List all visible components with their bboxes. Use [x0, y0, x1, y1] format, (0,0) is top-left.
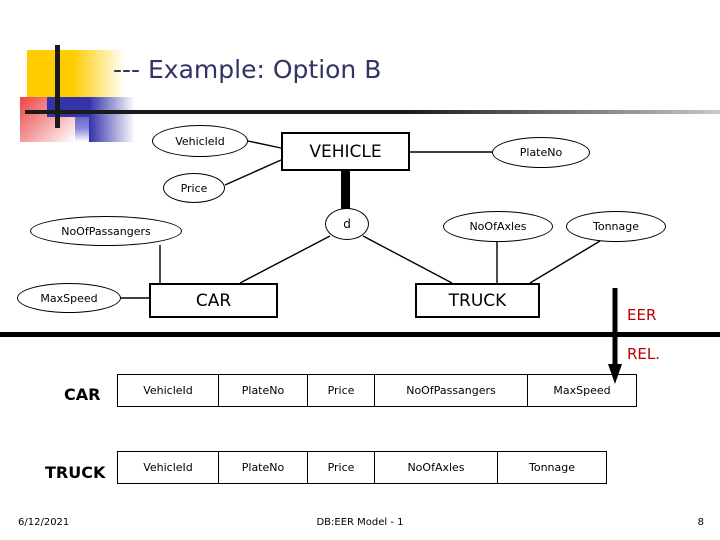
attribute-plateno-label: PlateNo [519, 146, 563, 159]
decor-vertical-line [55, 45, 60, 128]
table-cell: NoOfPassangers [374, 374, 528, 407]
specialization-connector [341, 170, 350, 214]
footer-date: 6/12/2021 [18, 517, 70, 528]
attribute-maxspeed[interactable]: MaxSpeed [17, 283, 121, 313]
table-row: VehicleId PlateNo Price NoOfAxles Tonnag… [117, 451, 607, 484]
relation-car-table: VehicleId PlateNo Price NoOfPassangers M… [117, 374, 637, 407]
decor-yellow-fade [73, 50, 125, 97]
attribute-vehicleid-label: VehicleId [175, 134, 225, 148]
table-cell: Price [307, 374, 375, 407]
entity-vehicle-label: VEHICLE [309, 141, 382, 162]
relation-truck-table: VehicleId PlateNo Price NoOfAxles Tonnag… [117, 451, 607, 484]
footer-page-number: 8 [697, 517, 704, 528]
attribute-noofpassangers-label: NoOfPassangers [61, 224, 151, 238]
disjoint-specialization-circle[interactable]: d [325, 208, 369, 240]
attribute-noofaxles-label: NoOfAxles [469, 220, 527, 233]
page-title: --- Example: Option B [113, 55, 382, 84]
decor-blue-block [47, 97, 89, 117]
attribute-noofpassangers[interactable]: NoOfPassangers [30, 216, 182, 246]
annotation-eer-label: EER [627, 306, 657, 324]
entity-truck-label: TRUCK [448, 290, 507, 311]
attribute-maxspeed-label: MaxSpeed [40, 291, 98, 305]
entity-car[interactable]: CAR [149, 283, 278, 318]
table-cell: NoOfAxles [374, 451, 498, 484]
table-cell: PlateNo [218, 451, 308, 484]
table-cell: PlateNo [218, 374, 308, 407]
relation-truck-label: TRUCK [45, 463, 106, 482]
table-cell: MaxSpeed [527, 374, 637, 407]
decor-yellow-block [27, 50, 73, 97]
entity-car-label: CAR [195, 290, 232, 311]
table-row: VehicleId PlateNo Price NoOfPassangers M… [117, 374, 637, 407]
attribute-vehicleid[interactable]: VehicleId [152, 125, 248, 157]
attribute-noofaxles[interactable]: NoOfAxles [443, 211, 553, 242]
disjoint-symbol-label: d [343, 217, 351, 231]
table-cell: Tonnage [497, 451, 607, 484]
mapping-arrow-icon [608, 288, 622, 384]
entity-truck[interactable]: TRUCK [415, 283, 540, 318]
table-cell: VehicleId [117, 374, 219, 407]
annotation-rel-label: REL. [627, 345, 661, 363]
decor-blue-fade [89, 97, 135, 142]
table-cell: VehicleId [117, 451, 219, 484]
attribute-plateno[interactable]: PlateNo [492, 137, 590, 168]
entity-vehicle[interactable]: VEHICLE [281, 132, 410, 171]
attribute-tonnage-label: Tonnage [592, 220, 639, 233]
attribute-price-label: Price [180, 181, 208, 195]
attribute-price[interactable]: Price [163, 173, 225, 203]
table-cell: Price [307, 451, 375, 484]
relation-car-label: CAR [64, 385, 101, 404]
footer-center-text: DB:EER Model - 1 [316, 517, 404, 528]
attribute-tonnage[interactable]: Tonnage [566, 211, 666, 242]
section-separator [0, 332, 720, 337]
decor-horizontal-rule [25, 110, 720, 114]
